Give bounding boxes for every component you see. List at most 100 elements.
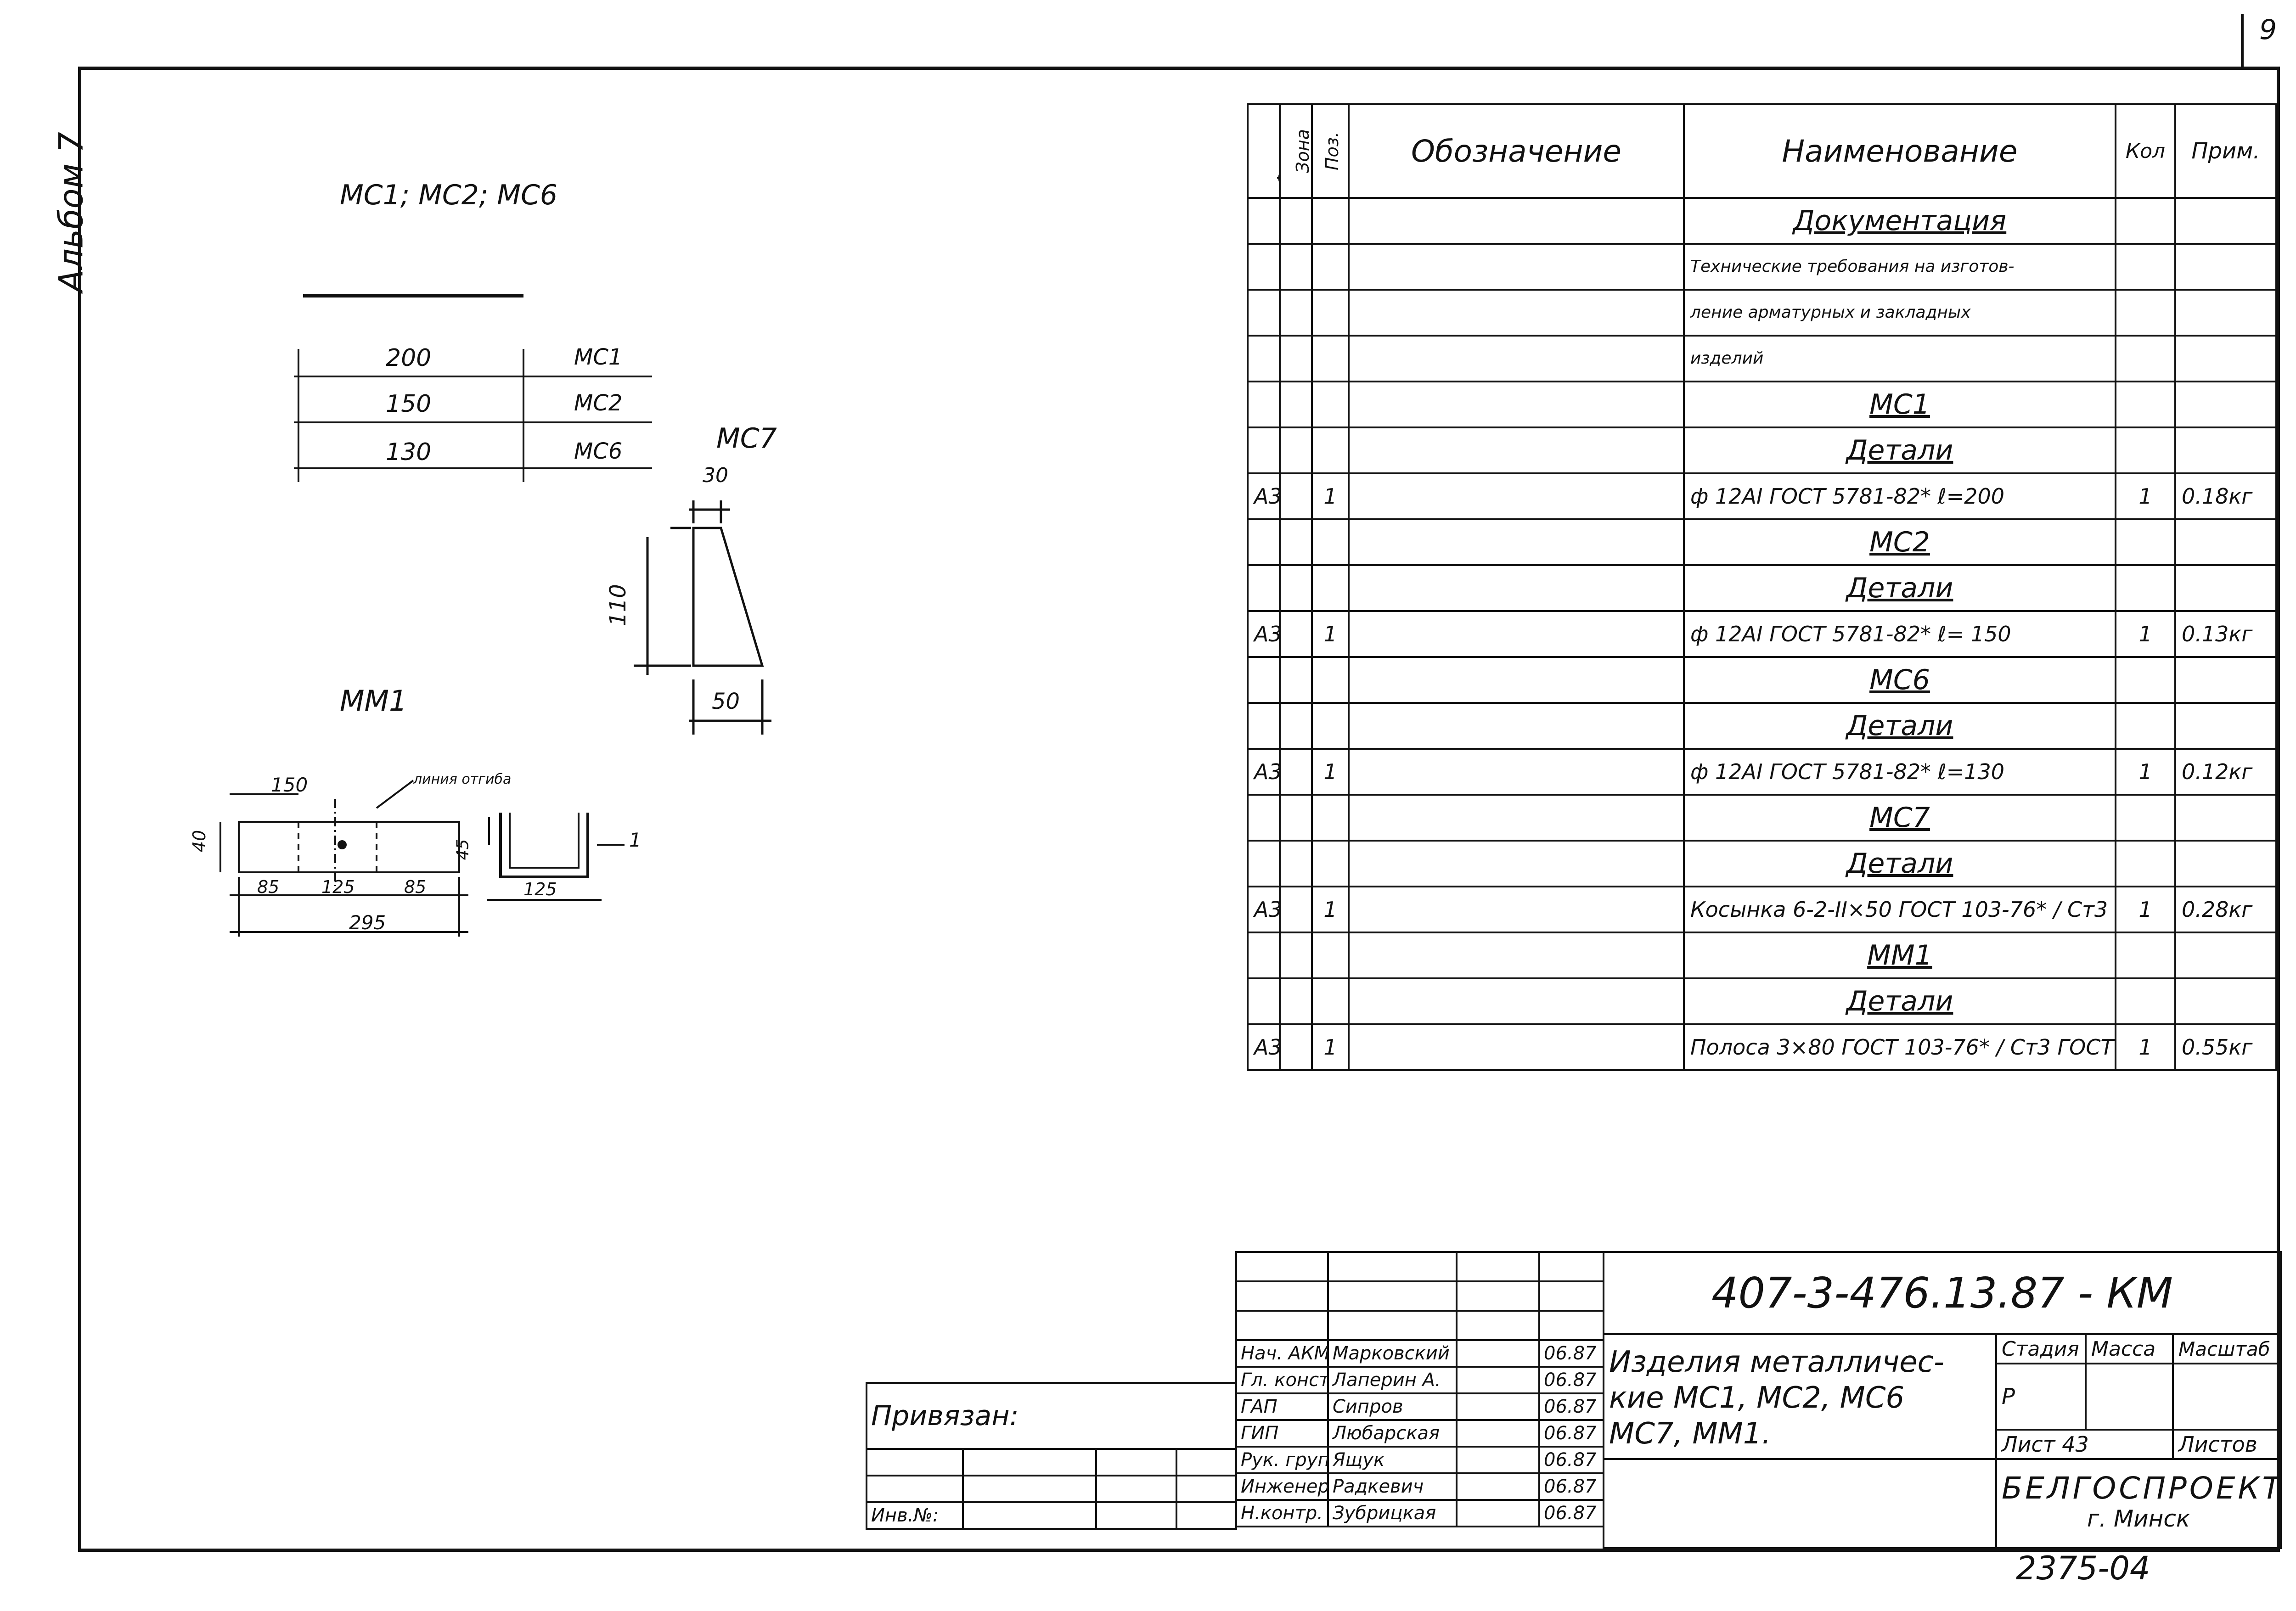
spec-cell-name: Детали [1683, 427, 2116, 474]
mm1-cut-label: линия отгиба [413, 771, 512, 787]
spec-cell-note: 0.13кг [2174, 610, 2277, 658]
spec-row: Детали [1247, 840, 2277, 887]
spec-cell-note: 0.55кг [2174, 1023, 2277, 1071]
spec-cell-pos: 1 [1311, 610, 1350, 658]
spec-cell-note [2174, 381, 2277, 428]
row-mark-mc2: МС2 [574, 390, 623, 416]
signature-date: 06.87 [1538, 1446, 1604, 1474]
title-line-1: Изделия металличес- [1609, 1345, 1944, 1379]
header-qty: Кол [2115, 103, 2176, 199]
signature-name: Лаперин А. [1327, 1366, 1458, 1394]
signature-blank-cell [1456, 1280, 1540, 1312]
spec-cell-pos: 1 [1311, 1023, 1350, 1071]
spec-cell-designation [1348, 977, 1685, 1025]
spec-cell-name: МС6 [1683, 656, 2116, 704]
spec-row: Документация [1247, 197, 2277, 245]
spec-cell-designation [1348, 610, 1685, 658]
spec-cell-designation [1348, 243, 1685, 291]
privyazan-block: Привязан: Инв.№: [865, 1382, 1238, 1530]
spec-cell-qty [2115, 977, 2176, 1025]
spec-row: Технические требования на изготов- [1247, 243, 2277, 291]
spec-cell-designation [1348, 427, 1685, 474]
spec-cell-note [2174, 243, 2277, 291]
spec-cell-pos [1311, 932, 1350, 979]
spec-cell-note [2174, 794, 2277, 842]
title-text: Изделия металличес- кие МС1, МС2, МС6 МС… [1603, 1333, 1997, 1460]
mc7-gusset-drawing [634, 500, 771, 735]
spec-cell-zone [1279, 977, 1313, 1025]
spec-cell-format [1247, 381, 1281, 428]
spec-cell-name: Полоса 3×80 ГОСТ 103-76* / Ст3 ГОСТ 535-… [1683, 1023, 2116, 1071]
spec-cell-pos [1311, 977, 1350, 1025]
dimension-table-drawing [294, 349, 652, 482]
doc-code: 407-3-476.13.87 - КМ [1602, 1251, 2282, 1335]
spec-cell-name: ление арматурных и закладных [1683, 289, 2116, 337]
mm1-dim-125b: 125 [523, 879, 557, 899]
inv-label: Инв.№: [866, 1501, 964, 1530]
spec-cell-note [2174, 656, 2277, 704]
spec-row: МС2 [1247, 518, 2277, 566]
mm1-dim-150: 150 [271, 774, 308, 796]
signature-blank-cell [1538, 1280, 1604, 1312]
mm1-dim-45: 45 [453, 839, 473, 860]
spec-cell-qty [2115, 564, 2176, 612]
spec-cell-zone [1279, 564, 1313, 612]
spec-cell-designation [1348, 564, 1685, 612]
mm1-dim-125: 125 [321, 877, 355, 897]
spec-cell-format [1247, 932, 1281, 979]
row-length-150: 150 [386, 390, 432, 418]
spec-row: Детали [1247, 702, 2277, 750]
spec-cell-format [1247, 335, 1281, 382]
spec-cell-format: А3 [1247, 748, 1281, 796]
spec-cell-zone [1279, 335, 1313, 382]
spec-cell-qty [2115, 335, 2176, 382]
spec-cell-qty [2115, 381, 2176, 428]
inventory-number: 2375-04 [2016, 1549, 2150, 1587]
spec-cell-note [2174, 702, 2277, 750]
title-line-2: кие МС1, МС2, МС6 [1609, 1381, 1905, 1415]
signature-sign [1456, 1499, 1540, 1527]
org-name: БЕЛГОСПРОЕКТ [2002, 1471, 2281, 1506]
spec-cell-pos [1311, 564, 1350, 612]
spec-row: Детали [1247, 427, 2277, 474]
signature-blank-cell [1538, 1310, 1604, 1341]
row-mark-mc1: МС1 [574, 344, 623, 370]
signature-blank-row [1235, 1280, 1604, 1312]
header-designation: Обозначение [1348, 103, 1685, 199]
spec-cell-designation [1348, 1023, 1685, 1071]
spec-cell-designation [1348, 472, 1685, 520]
mc7-dim-bottom: 50 [712, 689, 740, 714]
header-pos: Поз. [1311, 103, 1350, 199]
spec-cell-format [1247, 289, 1281, 337]
spec-cell-note [2174, 518, 2277, 566]
spec-cell-zone [1279, 840, 1313, 887]
signature-date: 06.87 [1538, 1339, 1604, 1368]
signature-sign [1456, 1472, 1540, 1501]
signature-blank-row [1235, 1310, 1604, 1341]
group1-label: МС1; МС2; МС6 [340, 179, 558, 211]
spec-cell-qty [2115, 289, 2176, 337]
signature-name: Любарская [1327, 1419, 1458, 1448]
spec-cell-qty: 1 [2115, 472, 2176, 520]
signature-role: ГИП [1235, 1419, 1329, 1448]
spec-cell-format: А3 [1247, 886, 1281, 933]
spec-cell-note [2174, 932, 2277, 979]
signature-role: Нач. АКМ2 [1235, 1339, 1329, 1368]
org-block: БЕЛГОСПРОЕКТ г. Минск [1995, 1458, 2282, 1549]
spec-cell-designation [1348, 840, 1685, 887]
spec-cell-qty: 1 [2115, 748, 2176, 796]
spec-cell-pos [1311, 381, 1350, 428]
signature-date: 06.87 [1538, 1366, 1604, 1394]
mm1-dim-total: 295 [349, 911, 386, 934]
spec-row: Детали [1247, 977, 2277, 1025]
signature-role: Н.контр. [1235, 1499, 1329, 1527]
spec-cell-pos [1311, 289, 1350, 337]
spec-cell-zone [1279, 518, 1313, 566]
spec-cell-zone [1279, 610, 1313, 658]
stage-label: Стадия [1995, 1333, 2087, 1364]
signature-blank-cell [1235, 1310, 1329, 1341]
spec-cell-qty [2115, 518, 2176, 566]
